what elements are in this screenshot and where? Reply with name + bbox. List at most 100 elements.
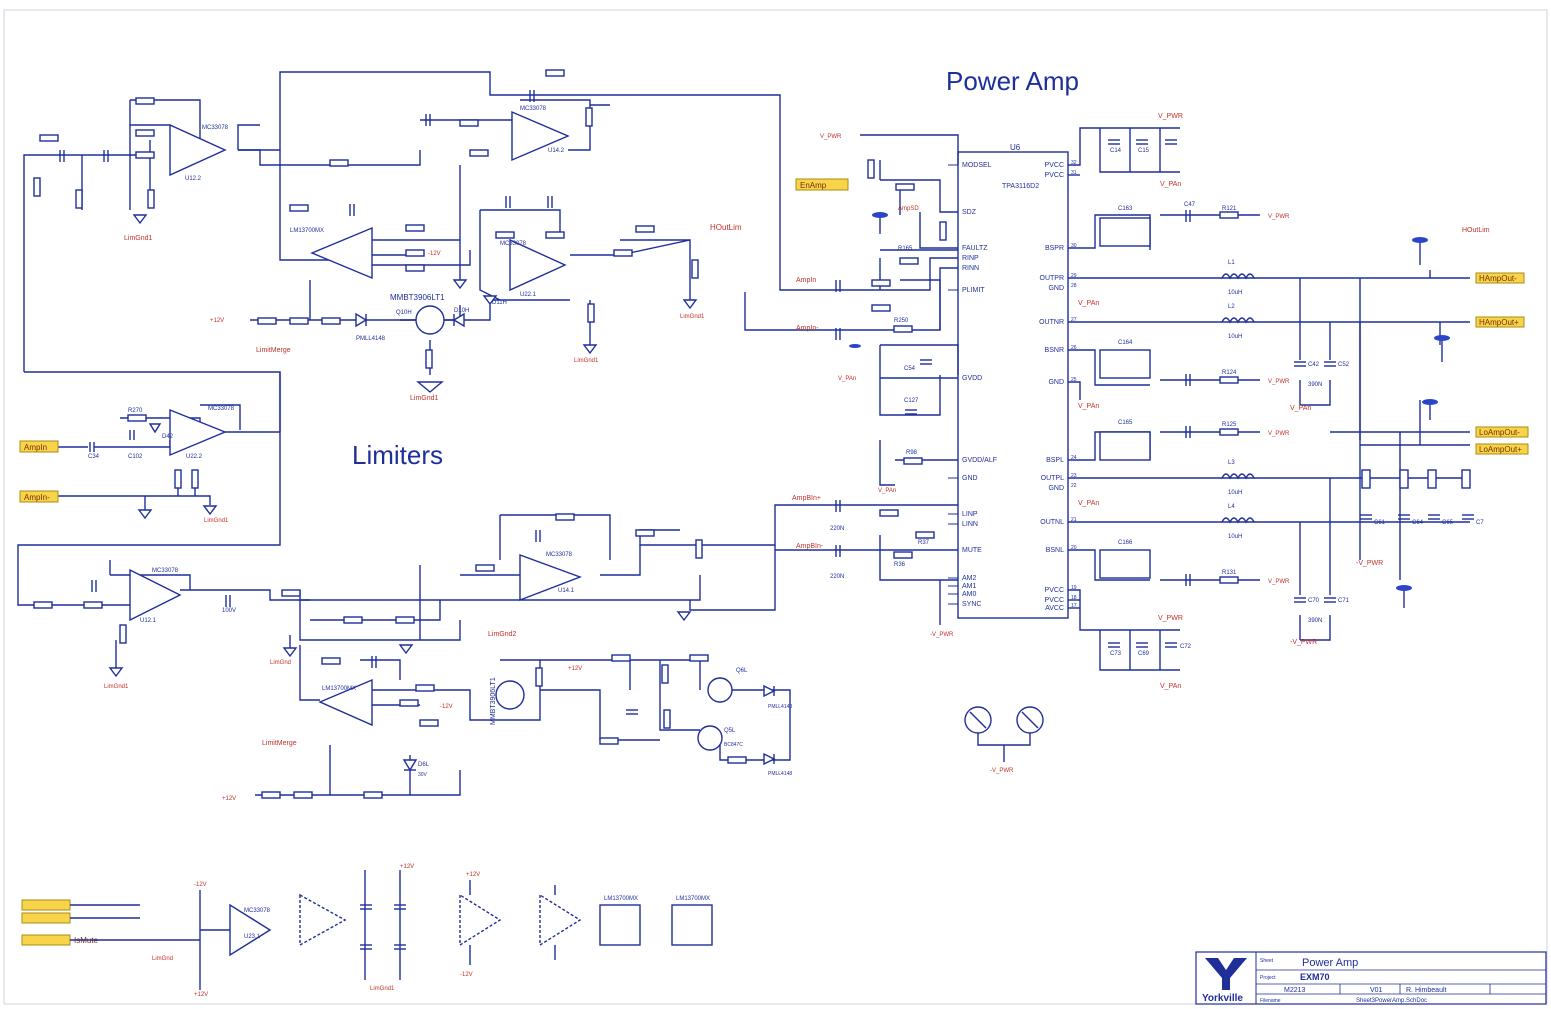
svg-text:HAmpOut-: HAmpOut- xyxy=(1479,274,1517,283)
v-pan-label-c42: V_PAn xyxy=(1290,405,1311,412)
minus12-label-upper: -12V xyxy=(428,251,441,257)
svg-text:D10H: D10H xyxy=(454,308,469,314)
enable-port xyxy=(795,178,849,191)
svg-text:BC847C: BC847C xyxy=(724,742,743,748)
u6-refdes: U6 xyxy=(1010,143,1021,152)
svg-text:Yorkville: Yorkville xyxy=(1202,993,1243,1004)
svg-text:D11H: D11H xyxy=(492,300,507,306)
diode-d10h: D10H xyxy=(452,308,469,328)
svg-text:LimGnd1: LimGnd1 xyxy=(410,395,439,402)
limiters-heading: Limiters xyxy=(352,440,443,470)
v-pwr-label-r121: V_PWR xyxy=(1268,214,1290,220)
svg-text:MC33078: MC33078 xyxy=(244,908,271,914)
l-amp-out-neg-port xyxy=(1475,426,1529,438)
yorkville-logo: Yorkville xyxy=(1200,955,1252,1004)
u6-left-pin-label: PLIMIT xyxy=(962,287,985,294)
u6-right-pin-number: 27 xyxy=(1071,317,1077,323)
svg-text:AmpIn-: AmpIn- xyxy=(24,493,50,502)
minus12-label-lower: -12V xyxy=(440,704,453,710)
opamp-u12-2: MC33078 U12.2 xyxy=(169,123,229,182)
u12-2-part: MC33078 xyxy=(202,125,229,131)
u12-2-ref: U12.2 xyxy=(185,176,202,182)
u6-right-pin-label: PVCC xyxy=(1045,162,1064,169)
components-u22-2: R270 D42 C34 C102 xyxy=(88,408,199,489)
u6-right-pin-number: 28 xyxy=(1071,283,1077,289)
svg-text:C61: C61 xyxy=(1374,520,1386,526)
v-pan-label-bottom: V_PAn xyxy=(1160,683,1181,690)
plus12-label-supply: +12V xyxy=(194,992,208,998)
components-u6-input: R165 R250 R37 R36 R98 C54 C127 xyxy=(835,159,947,568)
svg-text:D42: D42 xyxy=(162,434,174,440)
svg-text:C7: C7 xyxy=(1476,520,1484,526)
svg-text:C164: C164 xyxy=(1118,340,1133,346)
u6-left-pin-label: SYNC xyxy=(962,601,981,608)
opamp-u22-1: MC33078 U22.1 xyxy=(500,238,567,298)
svg-text:C70: C70 xyxy=(1308,598,1320,604)
project-label: Project xyxy=(1260,975,1276,981)
cap-100v-label: 100V xyxy=(222,608,236,614)
svg-text:U22.2: U22.2 xyxy=(186,454,203,460)
svg-text:LimGnd1: LimGnd1 xyxy=(124,235,153,242)
u6-left-pin-label: RINP xyxy=(962,255,979,262)
sheet-title: Power Amp xyxy=(1302,957,1358,969)
svg-text:R37: R37 xyxy=(918,540,930,546)
svg-text:LimGnd1: LimGnd1 xyxy=(204,518,229,524)
limit-merge-label-upper: LimitMerge xyxy=(256,347,291,354)
svg-text:MC33078: MC33078 xyxy=(546,552,573,558)
probe-input-lo xyxy=(849,344,861,348)
svg-text:R121: R121 xyxy=(1222,206,1237,212)
v-pwr-label-r125: V_PWR xyxy=(1268,431,1290,437)
mounting-holes: -V_PWR xyxy=(964,706,1044,774)
opamp-u12-1: MC33078 U12.1 xyxy=(129,568,182,624)
u6-right-pin-number: 18 xyxy=(1071,595,1077,601)
pwr-enable-port-2 xyxy=(21,912,71,924)
transistor-q10h: MMBT3906LT1 Q10H xyxy=(390,293,445,335)
u6-right-pin-label: BSPL xyxy=(1046,457,1064,464)
v-pan-label-gnd-1: V_PAn xyxy=(1078,300,1099,307)
svg-text:LimGnd: LimGnd xyxy=(270,660,291,666)
u6-right-pin-number: 25 xyxy=(1071,377,1077,383)
resistor-group-upper xyxy=(33,69,699,369)
svg-text:C102: C102 xyxy=(128,454,143,460)
u6-left-pin-label: GVDD xyxy=(962,375,982,382)
ota-upper: LM13700MX xyxy=(290,226,373,280)
u14-2-part: MC33078 xyxy=(520,106,547,112)
engineer: R. Himbeault xyxy=(1406,987,1447,994)
svg-text:C52: C52 xyxy=(1338,362,1350,368)
svg-text:390N: 390N xyxy=(1308,382,1322,388)
svg-text:C166: C166 xyxy=(1118,540,1133,546)
u6-left-pin-label: RINN xyxy=(962,265,979,272)
plus12-label-supply-3: +12V xyxy=(466,872,480,878)
transistor-q5l: Q5L BC847C xyxy=(697,725,743,751)
mute-port xyxy=(21,934,71,946)
amp-in-label-2: AmpIn- xyxy=(796,325,819,332)
svg-text:R98: R98 xyxy=(906,450,918,456)
svg-text:C163: C163 xyxy=(1118,206,1133,212)
l-amp-out-pos-port xyxy=(1475,443,1529,455)
q10h-ref: Q10H xyxy=(396,310,412,316)
svg-text:LimGnd1: LimGnd1 xyxy=(104,684,129,690)
plus12-label-supply-2: +12V xyxy=(400,864,414,870)
svg-text:10uH: 10uH xyxy=(1228,534,1242,540)
capacitor-group-upper xyxy=(59,90,553,216)
opamp-u22-2: MC33078 U22.2 xyxy=(169,406,235,460)
svg-text:C64: C64 xyxy=(1412,520,1424,526)
h-amp-out-pos-port xyxy=(1475,316,1525,328)
svg-text:D6L: D6L xyxy=(418,762,430,768)
diode-d11l: PMLL4148 xyxy=(763,752,792,777)
svg-text:C54: C54 xyxy=(904,366,916,372)
v-pwr-neg-label-bottom: -V_PWR xyxy=(930,632,954,638)
title-block: Yorkville Sheet Power Amp Project EXM70 … xyxy=(1195,951,1547,1005)
u6-right-pin-label: OUTNL xyxy=(1040,519,1064,526)
u6-right-pin-label: PVCC xyxy=(1045,597,1064,604)
svg-text:LoAmpOut-: LoAmpOut- xyxy=(1479,428,1520,437)
transistor-q6l: Q6L xyxy=(707,668,748,703)
svg-text:R36: R36 xyxy=(894,562,906,568)
u6-right-pin-label: BSPR xyxy=(1045,245,1064,252)
inductors: L1 10uH L2 10uH L3 10uH L4 10uH xyxy=(1221,260,1255,540)
ota-upper-part: LM13700MX xyxy=(290,228,324,234)
u6-right-pin-label: GND xyxy=(1048,379,1064,386)
u6-right-pin-label: OUTNR xyxy=(1039,319,1064,326)
minus12-label-supply-2: -12V xyxy=(460,972,473,978)
